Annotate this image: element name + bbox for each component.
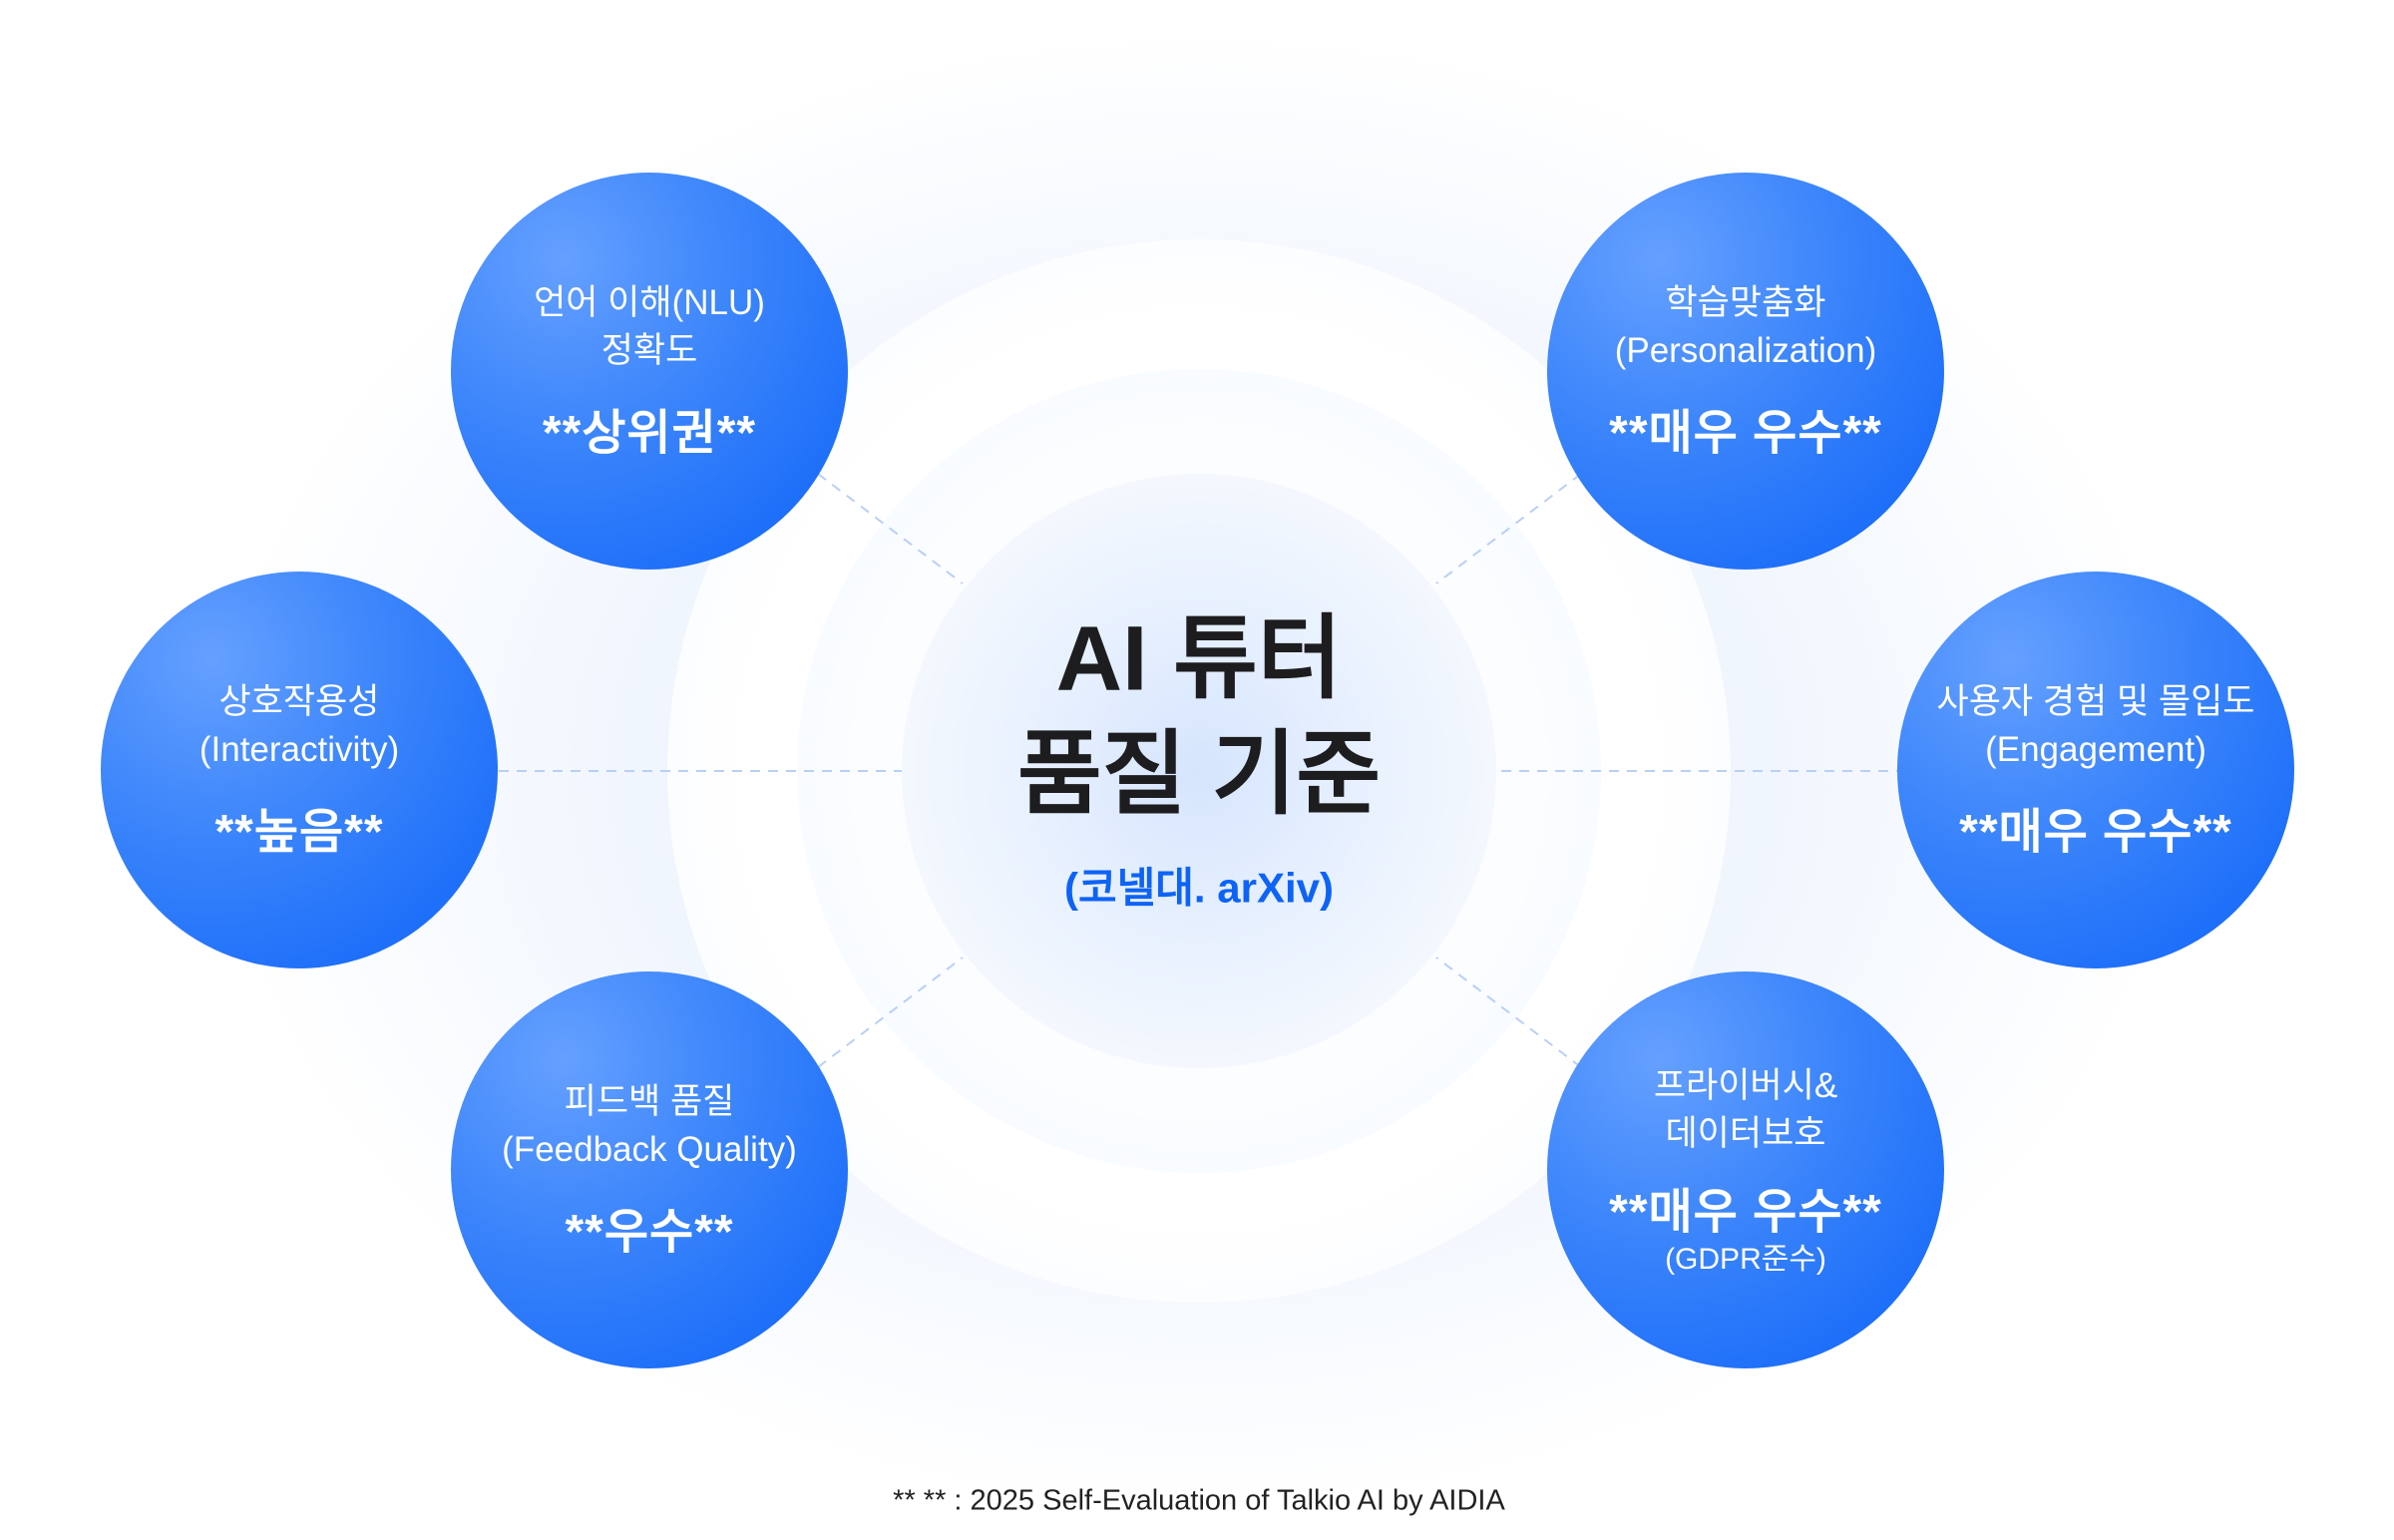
criterion-engagement: 사용자 경험 및 몰입도 (Engagement) **매우 우수**: [1897, 572, 2294, 968]
criterion-label: 데이터보호: [1665, 1114, 1826, 1153]
criterion-label: 상호작용성: [218, 682, 380, 721]
criterion-label: (Feedback Quality): [502, 1130, 797, 1169]
criterion-rating: **높음**: [214, 806, 384, 859]
connector-privacy: [1435, 957, 1582, 1068]
criterion-personalization: 학습맞춤화 (Personalization) **매우 우수**: [1547, 173, 1944, 570]
criterion-rating: **상위권**: [542, 407, 757, 460]
center-title-block: AI 튜터 품질 기준 (코넬대. arXiv): [1017, 601, 1381, 916]
criterion-rating: **매우 우수**: [1609, 407, 1882, 460]
criterion-label: 언어 이해(NLU): [534, 283, 765, 322]
criterion-label: 학습맞춤화: [1665, 283, 1826, 322]
criterion-label: 프라이버시&: [1653, 1066, 1838, 1105]
inner-ring: [902, 474, 1496, 1068]
connector-feedback: [817, 957, 964, 1068]
footer-note: ** ** : 2025 Self-Evaluation of Talkio A…: [893, 1484, 1505, 1517]
center-title-line2: 품질 기준: [1016, 723, 1382, 826]
criterion-interactivity: 상호작용성 (Interactivity) **높음**: [101, 572, 498, 968]
center-source: (코넬대. arXiv): [1064, 864, 1334, 912]
criterion-label: (Personalization): [1614, 331, 1877, 370]
connector-nlu: [817, 473, 964, 584]
criterion-nlu: 언어 이해(NLU) 정확도 **상위권**: [451, 173, 848, 570]
connector-personalization: [1435, 473, 1582, 584]
criterion-note: (GDPR준수): [1665, 1243, 1826, 1276]
criterion-rating: **매우 우수**: [1959, 806, 2232, 859]
criterion-label: (Interactivity): [199, 730, 400, 769]
criterion-rating: **우수**: [565, 1206, 734, 1259]
criterion-label: 정확도: [600, 331, 698, 370]
criterion-label: 사용자 경험 및 몰입도: [1936, 682, 2255, 721]
criterion-rating: **매우 우수**: [1609, 1186, 1882, 1239]
criterion-privacy: 프라이버시& 데이터보호 **매우 우수** (GDPR준수): [1547, 971, 1944, 1368]
criterion-feedback: 피드백 품질 (Feedback Quality) **우수**: [451, 971, 848, 1368]
center-title-line1: AI 튜터: [1055, 607, 1343, 710]
criterion-label: 피드백 품질: [564, 1082, 735, 1121]
criterion-label: (Engagement): [1985, 730, 2206, 769]
